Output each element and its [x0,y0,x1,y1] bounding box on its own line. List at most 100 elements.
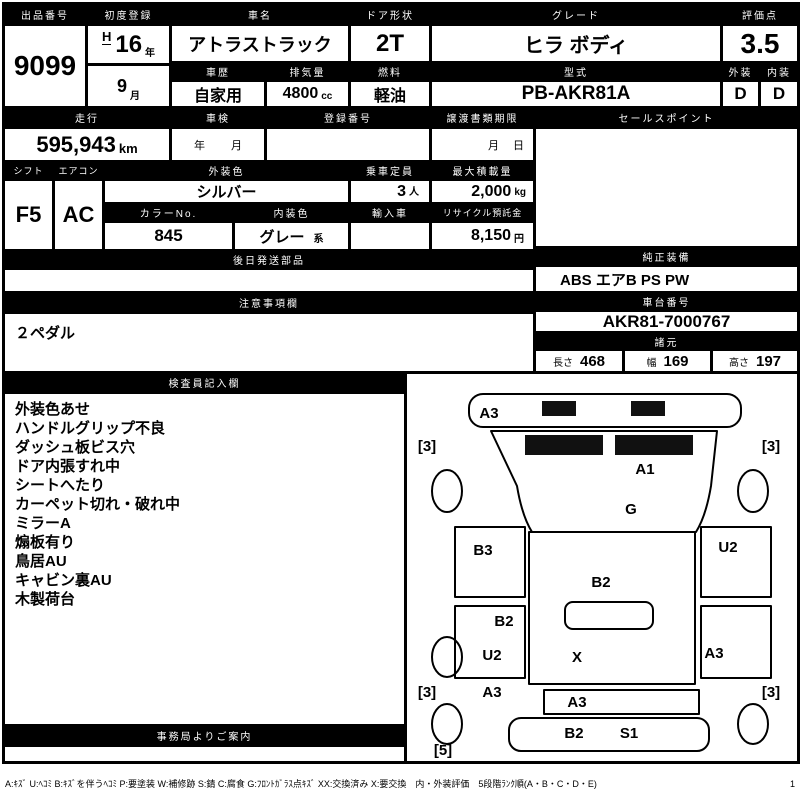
exterior-grade: D [723,82,758,106]
interior-color-cell: グレー 系 [235,223,348,249]
rear-right-wheel [737,703,769,745]
legend: A:ｷｽﾞ U:ﾍｺﾐ B:ｷｽﾞを伴うﾍｺﾐ P:要塗装 W:補修跡 S:錆 … [5,777,795,790]
inspector-note: 外装色あせ [15,401,91,418]
damage-mark: U2 [482,647,501,664]
inspector-note: 煽板有り [15,534,76,551]
spec-height-cell: 高さ 197 [713,351,797,371]
transfer-day-unit: 日 [513,139,524,152]
damage-mark: A3 [704,645,723,662]
grille-right [631,401,665,416]
fuel: 軽油 [351,82,429,106]
transfer-cell: 月 日 [432,129,533,160]
office-label: 事務局よりご案内 [5,727,404,744]
door-shape: 2T [351,26,429,61]
first-reg-label: 初度登録 [88,5,169,23]
damage-mark: S1 [620,725,638,742]
vehicle-diagram: A3 [3] [3] A1 G B3 U2 B2 B2 U2 X A3 A3 [… [418,393,780,759]
length-value: 468 [579,352,606,370]
grade: ヒラ ボディ [432,26,720,61]
capacity-unit: 人 [409,187,419,198]
damage-mark: B2 [591,574,610,591]
damage-mark: X [572,649,582,666]
transfer-month-unit: 月 [488,139,499,152]
caution-label: 注意事項欄 [5,294,533,311]
later-parts-box [5,270,533,291]
interior-color: グレー [259,228,305,246]
recycle-unit: 円 [514,234,524,245]
damage-mark: B3 [473,542,492,559]
page-number: 1 [789,778,795,789]
shaken-label: 車検 [172,109,264,126]
color-no: 845 [105,223,232,249]
transfer-label: 譲渡書類期限 [432,109,533,126]
reg-no-label: 登録番号 [267,109,429,126]
rear-left-wheel [431,636,463,678]
max-load-cell: 2,000 kg [432,181,533,202]
recycle-cell: 8,150 円 [432,223,533,249]
sales-point-label: セールスポイント [536,109,797,126]
recycle-label: リサイクル預託金 [432,205,533,220]
caution-text: ２ペダル [5,314,533,371]
mileage-cell: 595,943 km [5,129,169,160]
car-name: アトラストラック [172,26,348,61]
year-unit: 年 [145,48,156,59]
spec-label: 諸元 [536,334,797,348]
rear-gate [543,689,700,715]
height-value: 197 [755,352,782,370]
score-label: 評価点 [723,5,797,23]
car-name-label: 車名 [172,5,348,23]
sheet-grid: 出品番号 初度登録 車名 ドア形状 グレード 評価点 9099 H 16 年 9… [2,2,800,764]
max-load: 2,000 [471,182,512,200]
office-box [5,747,404,761]
diagram-box: A3 [3] [3] A1 G B3 U2 B2 B2 U2 X A3 A3 [… [407,374,797,761]
inspector-notes: 外装色あせ ハンドルグリップ不良 ダッシュ板ビス穴 ドア内張すれ中 シートへたり… [5,394,404,724]
first-reg-month: 9 [116,75,127,96]
interior-label: 内装 [761,64,797,79]
first-reg-month-cell: 9 月 [88,66,169,106]
max-load-label: 最大積載量 [432,163,533,178]
capacity-label: 乗車定員 [351,163,429,178]
grille-left [542,401,576,416]
tire-mark: [3] [762,684,780,701]
displacement-label: 排気量 [267,64,348,79]
tire-mark: [5] [434,742,452,759]
auction-no-label: 出品番号 [5,5,85,23]
cargo-bed [528,531,696,685]
length-label: 長さ [552,357,573,369]
damage-mark: A3 [567,694,586,711]
interior-color-unit: 系 [313,234,324,245]
inspector-note: ドア内張すれ中 [15,458,121,475]
first-reg-year-cell: H 16 年 [88,26,169,63]
recycle: 8,150 [470,227,511,244]
inspector-note: 木製荷台 [15,591,76,608]
spec-length-cell: 長さ 468 [536,351,622,371]
displacement: 4800 [282,85,319,102]
genuine-label: 純正装備 [536,249,797,264]
spare-left-wheel [431,703,463,745]
inspector-note: カーペット切れ・破れ中 [15,496,181,513]
inspector-note: ハンドルグリップ不良 [15,420,166,437]
displacement-cell: 4800 cc [267,82,348,106]
import-label: 輸入車 [351,205,429,220]
mileage-value: 595,943 [36,131,116,157]
cab-window-right [615,435,693,455]
damage-mark: G [625,501,637,518]
inspector-note: キャビン裏AU [15,572,112,589]
tire-mark: [3] [418,684,436,701]
left-panel-front [454,526,526,598]
sales-point-box [536,129,797,246]
inspector-note: シートへたり [15,477,106,494]
month-unit: 月 [130,91,140,102]
later-parts-label: 後日発送部品 [5,252,533,267]
capacity: 3 [397,182,406,200]
chassis-label: 車台番号 [536,294,797,309]
score: 3.5 [723,26,797,61]
genuine-equipment: ABS エアB PS PW [536,267,797,291]
model-code: PB-AKR81A [432,82,720,106]
front-bumper [468,393,742,428]
inspector-label: 検査員記入欄 [5,374,404,391]
era-mark: H [101,29,112,45]
aircon: AC [55,181,102,249]
import-cell [351,223,429,249]
